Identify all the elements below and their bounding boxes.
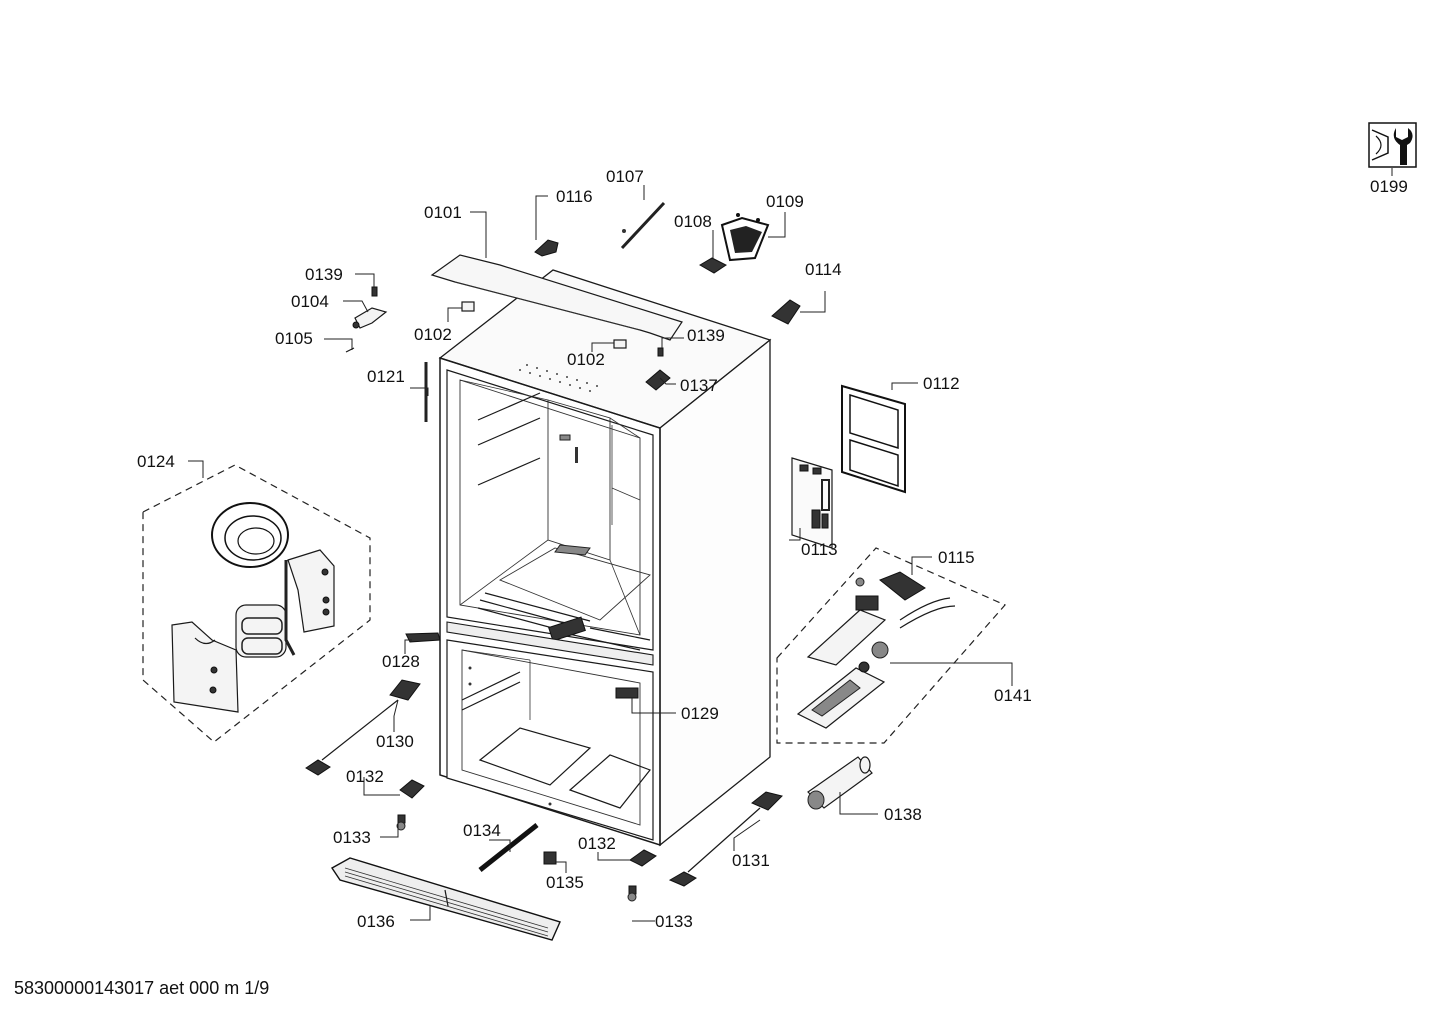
label-0132-right: 0132 xyxy=(578,834,616,853)
label-0104: 0104 xyxy=(291,292,329,311)
label-0133-right: 0133 xyxy=(655,912,693,931)
ice-maker-assembly xyxy=(142,464,371,743)
label-0136: 0136 xyxy=(357,912,395,931)
label-0108: 0108 xyxy=(674,212,712,231)
label-0105: 0105 xyxy=(275,329,313,348)
label-0109: 0109 xyxy=(766,192,804,211)
label-0131: 0131 xyxy=(732,851,770,870)
label-0133-left: 0133 xyxy=(333,828,371,847)
label-0112: 0112 xyxy=(923,374,960,393)
part-labels: 0199 0101 0102 0102 0104 0105 0107 0108 … xyxy=(137,167,1408,931)
label-0138: 0138 xyxy=(884,805,922,824)
label-0130: 0130 xyxy=(376,732,414,751)
label-0107: 0107 xyxy=(606,167,644,186)
label-0135: 0135 xyxy=(546,873,584,892)
label-0102-left: 0102 xyxy=(414,325,452,344)
label-0141: 0141 xyxy=(994,686,1032,705)
label-0129: 0129 xyxy=(681,704,719,723)
label-0139-right: 0139 xyxy=(687,326,725,345)
label-0121: 0121 xyxy=(367,367,405,386)
top-small-parts xyxy=(534,201,801,391)
lower-parts xyxy=(305,632,873,941)
label-0139-left: 0139 xyxy=(305,265,343,284)
label-0102-right: 0102 xyxy=(567,350,605,369)
label-0134: 0134 xyxy=(463,821,501,840)
label-0124: 0124 xyxy=(137,452,175,471)
label-0132-left: 0132 xyxy=(346,767,384,786)
label-0128: 0128 xyxy=(382,652,420,671)
hinge-parts-top-left xyxy=(345,286,428,422)
label-0115: 0115 xyxy=(938,548,975,567)
water-valve-assembly xyxy=(776,547,1006,744)
label-0113: 0113 xyxy=(801,540,838,559)
service-label-0199: 0199 xyxy=(1370,177,1408,196)
tool-wrench-icon xyxy=(1368,122,1417,168)
label-0116: 0116 xyxy=(556,187,593,206)
drawing-number-footer: 58300000143017 aet 000 m 1/9 xyxy=(14,978,270,998)
control-board-part xyxy=(791,457,833,549)
label-0101: 0101 xyxy=(424,203,462,222)
label-0137: 0137 xyxy=(680,376,718,395)
cabinet-housing xyxy=(438,269,772,847)
leader-lines xyxy=(188,168,1393,922)
gasket-frame-part xyxy=(841,384,906,494)
top-cover-part xyxy=(430,254,683,349)
label-0114: 0114 xyxy=(805,260,842,279)
